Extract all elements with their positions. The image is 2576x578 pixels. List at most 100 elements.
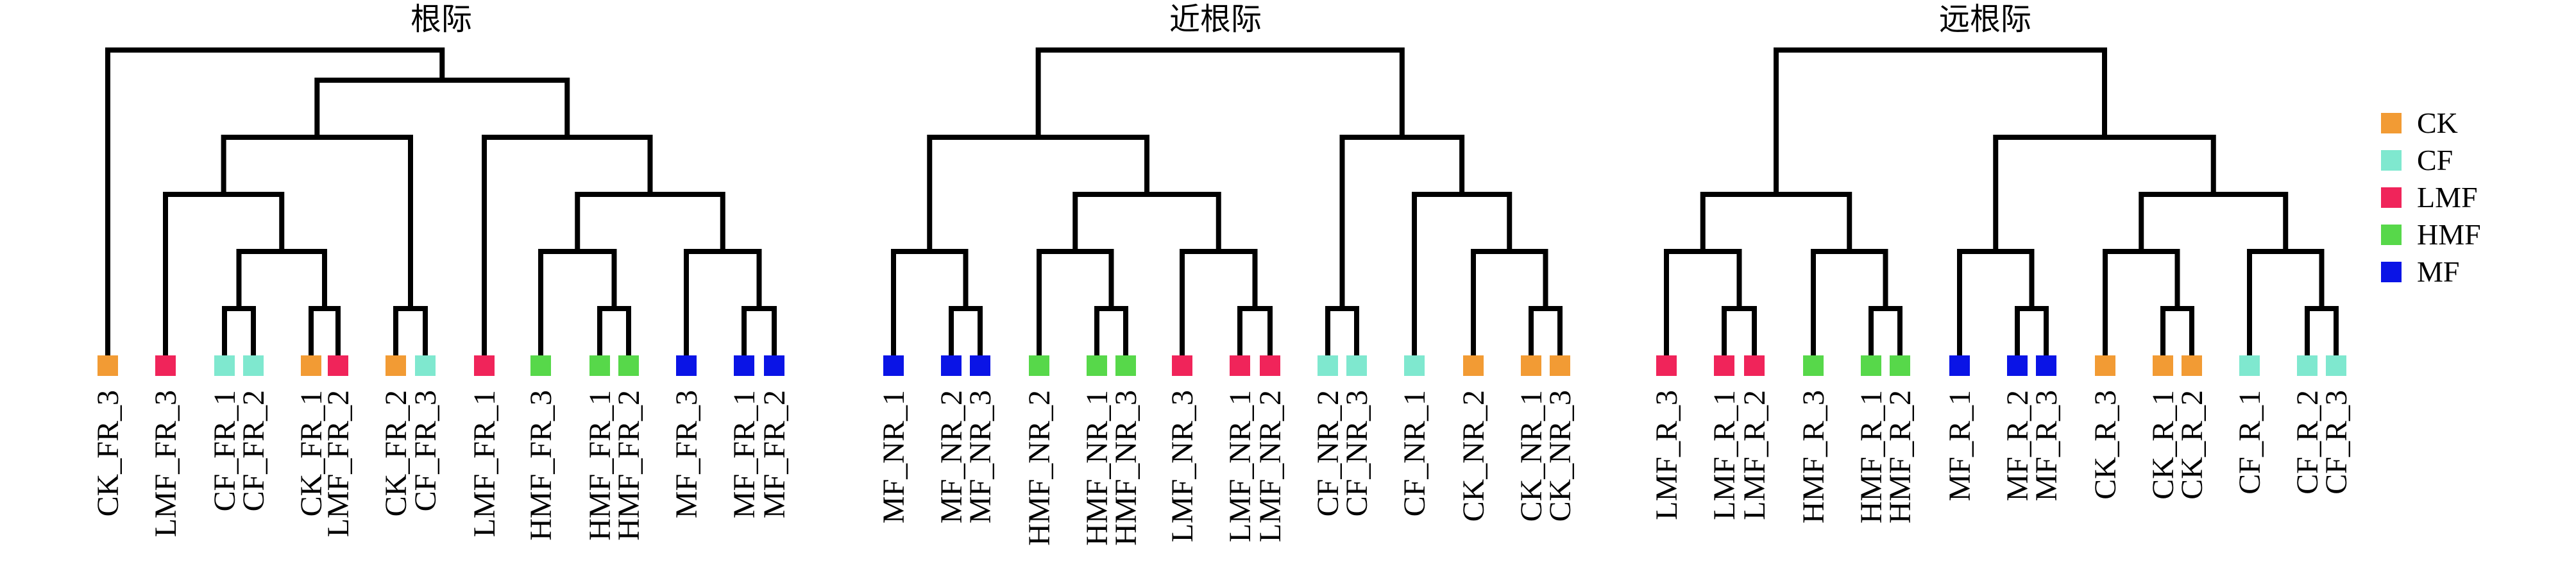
- leaf-label: CK_NR_2: [1457, 390, 1491, 522]
- leaf-marker: [2326, 355, 2346, 376]
- dendrogram-branch: [1035, 47, 1405, 140]
- leaf-marker: [2153, 355, 2173, 376]
- leaf-label: HMF_FR_3: [524, 390, 558, 541]
- leaf-marker: [2239, 355, 2260, 376]
- leaf-label: CK_R_3: [2089, 390, 2123, 500]
- dendrogram-branch: [314, 78, 570, 140]
- leaf-label: LMF_FR_1: [468, 390, 502, 537]
- leaf-marker: [415, 355, 436, 376]
- legend-swatch: [2381, 150, 2402, 171]
- leaf-marker: [1656, 355, 1677, 376]
- leaf-marker: [2007, 355, 2028, 376]
- legend-swatch: [2381, 262, 2402, 282]
- legend-swatch: [2381, 225, 2402, 245]
- leaf-label: MF_FR_3: [670, 390, 704, 518]
- leaf-marker: [301, 355, 321, 376]
- leaf-label: HMF_FR_1: [583, 390, 617, 541]
- legend-label: HMF: [2417, 218, 2481, 251]
- legend-swatch: [2381, 113, 2402, 133]
- leaf-label: CK_NR_1: [1514, 390, 1548, 522]
- leaf-label: CK_FR_2: [379, 390, 413, 516]
- leaf-marker: [1346, 355, 1367, 376]
- leaf-label: LMF_R_3: [1650, 390, 1684, 520]
- leaf-marker: [1404, 355, 1425, 376]
- leaf-marker: [1463, 355, 1484, 376]
- leaf-label: LMF_R_2: [1738, 390, 1772, 520]
- leaf-marker: [1260, 355, 1280, 376]
- leaf-label: HMF_NR_3: [1109, 390, 1143, 546]
- leaf-label: MF_R_1: [1943, 390, 1977, 501]
- leaf-marker: [97, 355, 118, 376]
- leaf-marker: [474, 355, 495, 376]
- dendrogram-branches: [105, 47, 777, 368]
- leaf-marker: [676, 355, 697, 376]
- leaf-marker: [1714, 355, 1734, 376]
- leaf-label: MF_NR_2: [935, 390, 969, 523]
- leaf-label: CK_R_1: [2146, 390, 2180, 500]
- leaf-label: LMF_NR_2: [1253, 390, 1287, 542]
- leaf-marker: [970, 355, 990, 376]
- dendrogram-branches: [1664, 47, 2339, 368]
- leaf-label: CK_FR_3: [91, 390, 125, 516]
- leaf-label: MF_FR_2: [758, 390, 792, 518]
- panel-title-near-rhizosphere: 近根际: [1169, 1, 1262, 37]
- legend-label: MF: [2417, 255, 2459, 288]
- leaf-label: LMF_NR_3: [1165, 390, 1199, 542]
- leaf-marker: [2297, 355, 2318, 376]
- leaf-label: MF_FR_1: [727, 390, 761, 518]
- leaf-marker: [618, 355, 639, 376]
- leaf-marker: [530, 355, 551, 376]
- leaf-marker: [1087, 355, 1107, 376]
- leaf-label: LMF_FR_2: [321, 390, 355, 537]
- dendrogram-branch: [1072, 192, 1221, 254]
- leaf-marker: [589, 355, 610, 376]
- leaf-label: HMF_NR_1: [1080, 390, 1114, 546]
- leaf-marker: [2095, 355, 2115, 376]
- leaf-label: LMF_NR_1: [1223, 390, 1257, 542]
- leaf-label: MF_NR_1: [877, 390, 911, 523]
- leaf-label: LMF_FR_3: [149, 390, 183, 537]
- leaf-label: CK_R_2: [2175, 390, 2209, 500]
- dendrogram-branch: [221, 135, 413, 311]
- dendrogram-branch: [1700, 192, 1852, 254]
- panel-title-bulk-soil: 远根际: [1939, 1, 2031, 37]
- leaf-marker: [941, 355, 962, 376]
- leaf-label: MF_R_3: [2029, 390, 2063, 501]
- leaf-marker: [1744, 355, 1765, 376]
- leaf-label: CF_R_2: [2291, 390, 2325, 495]
- leaf-marker: [883, 355, 904, 376]
- leaf-label: HMF_FR_2: [612, 390, 646, 541]
- dendrogram-branch: [1774, 47, 2107, 197]
- leaf-marker: [1230, 355, 1250, 376]
- leaf-label: CF_FR_1: [208, 390, 242, 511]
- leaf-marker: [328, 355, 348, 376]
- leaf-label: MF_NR_3: [963, 390, 997, 523]
- leaf-label: CF_R_3: [2319, 390, 2353, 495]
- leaf-marker: [155, 355, 176, 376]
- leaf-label: CF_FR_3: [409, 390, 443, 511]
- leaf-marker: [1115, 355, 1136, 376]
- leaf-label: CF_R_1: [2233, 390, 2267, 495]
- leaf-marker: [764, 355, 784, 376]
- leaf-marker: [1949, 355, 1970, 376]
- dendrogram-branch: [236, 249, 327, 311]
- dendrogram-branch: [105, 47, 445, 368]
- leaf-marker: [243, 355, 264, 376]
- leaf-marker: [214, 355, 235, 376]
- leaf-marker: [386, 355, 406, 376]
- legend-label: CK: [2417, 106, 2458, 139]
- panel-title-rhizosphere: 根际: [411, 1, 472, 37]
- leaf-label: HMF_R_3: [1797, 390, 1831, 523]
- leaf-marker: [2036, 355, 2056, 376]
- leaf-marker: [734, 355, 754, 376]
- leaf-marker: [1861, 355, 1881, 376]
- leaf-label: HMF_R_1: [1854, 390, 1888, 523]
- leaf-label: CF_NR_2: [1311, 390, 1345, 516]
- leaf-marker: [1890, 355, 1910, 376]
- dendrogram-branches: [891, 47, 1563, 368]
